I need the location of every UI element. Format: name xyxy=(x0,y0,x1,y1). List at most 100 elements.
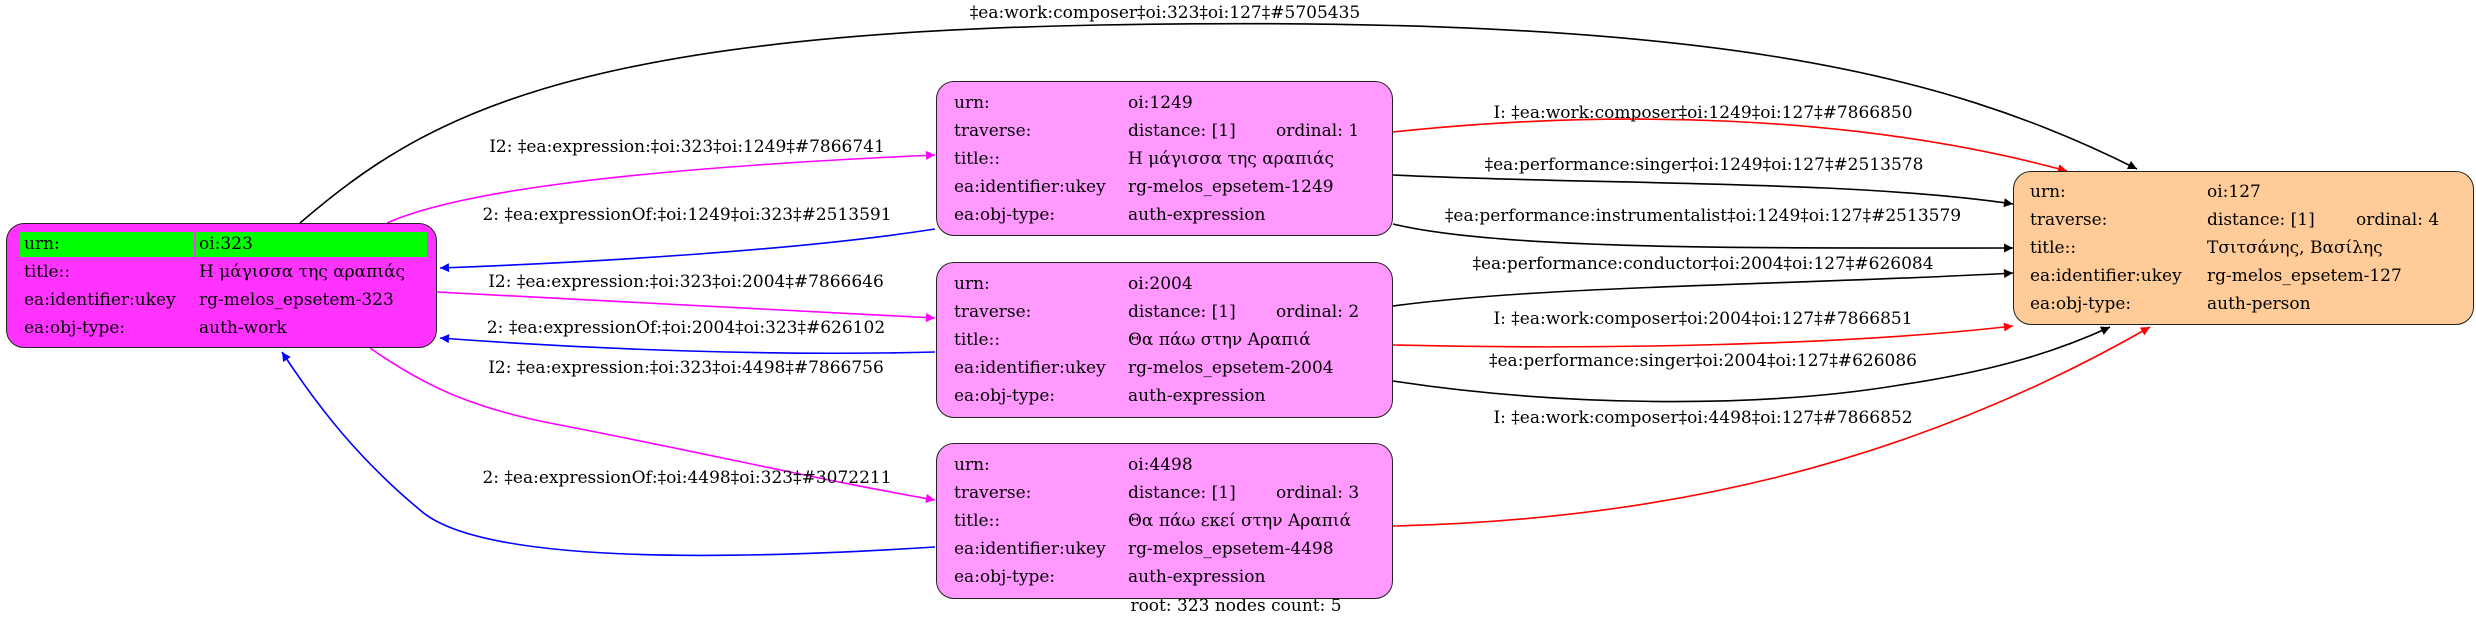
node-row: urn:oi:323 xyxy=(7,230,436,258)
edge-4498-to-323[interactable] xyxy=(281,351,936,557)
edge-1249-to-127[interactable] xyxy=(1392,118,2068,173)
node-row: ea:obj-type: auth-expression xyxy=(937,382,1392,410)
edge-1249-to-323[interactable] xyxy=(439,228,936,273)
row-value: Θα πάω εκεί στην Αραπιά xyxy=(1128,511,1352,531)
edge-label: I2: ‡ea:expression:‡oi:323‡oi:4498‡#7866… xyxy=(488,358,884,378)
edge-label: ‡ea:performance:singer‡oi:2004‡oi:127‡#6… xyxy=(1489,351,1917,371)
edge-2004-to-127[interactable] xyxy=(1392,326,2111,403)
row-value: distance: [1] xyxy=(1128,121,1236,141)
row-label: ea:identifier:ukey xyxy=(954,358,1106,378)
edge-323-to-4498[interactable] xyxy=(369,347,936,503)
edge-label: ‡ea:performance:conductor‡oi:2004‡oi:127… xyxy=(1472,254,1934,274)
edge-label: I: ‡ea:work:composer‡oi:2004‡oi:127‡#786… xyxy=(1493,309,1913,329)
row-label: title:: xyxy=(24,262,71,282)
row-label: ea:identifier:ukey xyxy=(954,539,1106,559)
row-ordinal: ordinal: 4 xyxy=(2356,210,2440,230)
edge-323-to-1249[interactable] xyxy=(386,150,936,224)
row-ordinal: ordinal: 3 xyxy=(1276,483,1360,503)
row-label: urn: xyxy=(2030,182,2066,202)
row-value: oi:4498 xyxy=(1128,455,1193,475)
node-row: title::Θα πάω εκεί στην Αραπιά xyxy=(937,507,1392,535)
node-127[interactable]: urn: oi:127 traverse: distance: [1] ordinal:… xyxy=(2013,171,2474,325)
edge-4498-to-127[interactable] xyxy=(1392,326,2151,527)
node-row: ea:identifier:ukey rg-melos_epsetem-4498 xyxy=(937,535,1392,563)
row-value: distance: [1] xyxy=(1128,483,1236,503)
edge-label: ‡ea:performance:instrumentalist‡oi:1249‡… xyxy=(1444,206,1962,226)
node-row: urn: oi:4498 xyxy=(937,451,1392,479)
highlight-row xyxy=(20,232,427,257)
node-row: traverse: distance: [1] ordinal: 3 xyxy=(937,479,1392,507)
row-label: traverse: xyxy=(954,121,1032,141)
row-label: ea:identifier:ukey xyxy=(954,177,1106,197)
node-row: traverse: distance: [1] ordinal: 4 xyxy=(2014,206,2473,234)
node-row: title::Τσιτσάνης, Βασίλης xyxy=(2014,234,2473,262)
node-row: urn: oi:1249 xyxy=(937,89,1392,117)
row-value: auth-expression xyxy=(1128,205,1266,225)
row-label: title:: xyxy=(2030,238,2077,258)
row-value: rg-melos_epsetem-323 xyxy=(199,290,394,310)
row-label: traverse: xyxy=(2030,210,2108,230)
row-value: Τσιτσάνης, Βασίλης xyxy=(2207,238,2383,258)
row-label: urn: xyxy=(954,93,990,113)
graph-footer: root: 323 nodes count: 5 xyxy=(1130,596,1342,616)
node-row: ea:obj-type: auth-expression xyxy=(937,563,1392,591)
edge-label: I: ‡ea:work:composer‡oi:1249‡oi:127‡#786… xyxy=(1493,103,1913,123)
node-row: traverse: distance: [1] ordinal: 1 xyxy=(937,117,1392,145)
edge-2004-to-127[interactable] xyxy=(1392,269,2014,307)
row-ordinal: ordinal: 2 xyxy=(1276,302,1360,322)
row-label: ea:obj-type: xyxy=(24,318,126,338)
edge-2004-to-127[interactable] xyxy=(1392,322,2014,348)
node-row: ea:identifier:ukey rg-melos_epsetem-1249 xyxy=(937,173,1392,201)
edge-323-to-2004[interactable] xyxy=(436,291,936,323)
row-value: auth-work xyxy=(199,318,287,338)
edge-label: ‡ea:work:composer‡oi:323‡oi:127‡#5705435 xyxy=(969,3,1361,23)
node-row: title::Η μάγισσα της αραπιάς xyxy=(937,145,1392,173)
edge-label: I2: ‡ea:expression:‡oi:323‡oi:1249‡#7866… xyxy=(489,137,885,157)
node-1249[interactable]: urn: oi:1249 traverse: distance: [1] ordinal… xyxy=(936,81,1393,236)
row-label: ea:identifier:ukey xyxy=(2030,266,2182,286)
node-2004[interactable]: urn: oi:2004 traverse: distance: [1] ordinal… xyxy=(936,262,1393,418)
row-label: title:: xyxy=(954,511,1001,531)
edge-label: I: ‡ea:work:composer‡oi:4498‡oi:127‡#786… xyxy=(1493,408,1913,428)
node-row: ea:obj-type: auth-work xyxy=(7,314,436,342)
row-value: auth-expression xyxy=(1128,386,1266,406)
edge-1249-to-127[interactable] xyxy=(1392,223,2014,253)
row-ordinal: ordinal: 1 xyxy=(1276,121,1360,141)
edge-label: 2: ‡ea:expressionOf:‡oi:1249‡oi:323‡#251… xyxy=(482,205,892,225)
edge-1249-to-127[interactable] xyxy=(1392,174,2014,208)
node-row: title::Η μάγισσα της αραπιάς xyxy=(7,258,436,286)
row-value: auth-expression xyxy=(1128,567,1266,587)
row-value: oi:2004 xyxy=(1128,274,1193,294)
row-value: rg-melos_epsetem-127 xyxy=(2207,266,2402,286)
node-row: ea:obj-type:auth-expression xyxy=(937,201,1392,229)
edge-label: 2: ‡ea:expressionOf:‡oi:4498‡oi:323‡#307… xyxy=(482,468,892,488)
row-value: distance: [1] xyxy=(1128,302,1236,322)
row-value: rg-melos_epsetem-1249 xyxy=(1128,177,1334,197)
row-value: rg-melos_epsetem-4498 xyxy=(1128,539,1334,559)
row-value: Η μάγισσα της αραπιάς xyxy=(199,262,405,282)
node-row: traverse: distance: [1] ordinal: 2 xyxy=(937,298,1392,326)
edge-2004-to-323[interactable] xyxy=(439,334,936,355)
highlight-divider xyxy=(194,232,196,257)
node-row: urn: oi:127 xyxy=(2014,178,2473,206)
row-value: distance: [1] xyxy=(2207,210,2315,230)
row-label: traverse: xyxy=(954,302,1032,322)
row-label: ea:obj-type: xyxy=(954,567,1056,587)
node-row: urn: oi:2004 xyxy=(937,270,1392,298)
row-label: urn: xyxy=(954,455,990,475)
row-label: urn: xyxy=(954,274,990,294)
row-label: title:: xyxy=(954,330,1001,350)
row-value: oi:127 xyxy=(2207,182,2261,202)
edge-label: I2: ‡ea:expression:‡oi:323‡oi:2004‡#7866… xyxy=(488,272,884,292)
row-value: oi:1249 xyxy=(1128,93,1193,113)
node-row: ea:obj-type:auth-person xyxy=(2014,290,2473,318)
edge-323-to-127[interactable] xyxy=(299,22,2138,224)
node-4498[interactable]: urn: oi:4498 traverse: distance: [1] ordinal… xyxy=(936,443,1393,599)
row-label: ea:obj-type: xyxy=(954,386,1056,406)
row-label: traverse: xyxy=(954,483,1032,503)
edge-label: ‡ea:performance:singer‡oi:1249‡oi:127‡#2… xyxy=(1484,155,1924,175)
edge-label: 2: ‡ea:expressionOf:‡oi:2004‡oi:323‡#626… xyxy=(486,318,886,338)
